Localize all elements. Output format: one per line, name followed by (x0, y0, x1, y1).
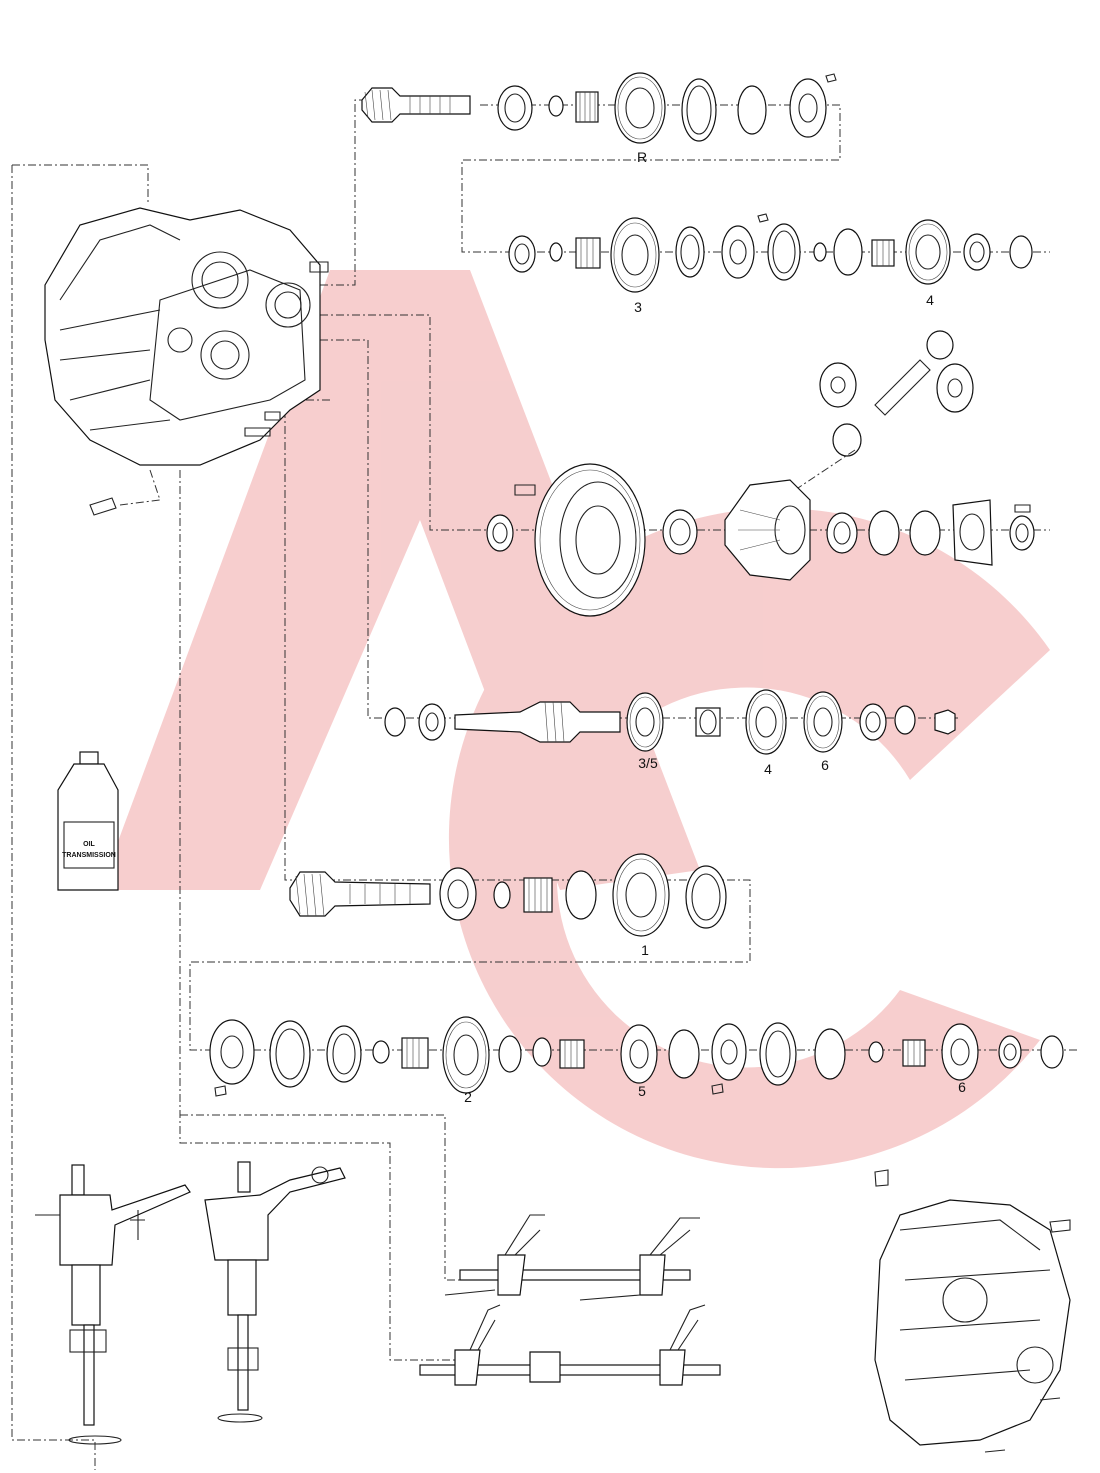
label-reverse-gear: R (637, 149, 647, 165)
differential-assembly (486, 330, 1035, 617)
label-gear-2: 2 (464, 1089, 472, 1105)
label-gear-6-lower: 6 (958, 1079, 966, 1095)
label-gear-1: 1 (641, 942, 649, 958)
shaft-row-lower: 2 5 6 (209, 1016, 1064, 1105)
complete-gearbox-assembly (874, 1169, 1071, 1453)
oil-label-line2: TRANSMISSION (62, 852, 116, 859)
shift-tower-left (35, 1164, 191, 1445)
label-gear-6-output: 6 (821, 757, 829, 773)
label-gear-5: 5 (638, 1083, 646, 1099)
shaft-row-secondary-3-4: 3 4 (508, 213, 1033, 315)
label-gear-3-5: 3/5 (638, 755, 658, 771)
shaft-row-output: 3/5 4 6 (384, 689, 956, 777)
oil-bottle: OIL TRANSMISSION (57, 751, 119, 891)
label-gear-4-output: 4 (764, 761, 772, 777)
shift-tower-right (204, 1161, 346, 1423)
oil-label-line1: OIL (83, 841, 95, 848)
label-gear-4-secondary: 4 (926, 292, 934, 308)
shaft-row-reverse: R (361, 72, 837, 165)
shift-forks-lower (419, 1304, 721, 1386)
gearbox-housing (44, 207, 329, 516)
watermark-shape-c (448, 508, 1050, 1169)
shift-forks-upper (444, 1214, 700, 1301)
shaft-row-input: 1 (289, 853, 727, 958)
label-gear-3: 3 (634, 299, 642, 315)
